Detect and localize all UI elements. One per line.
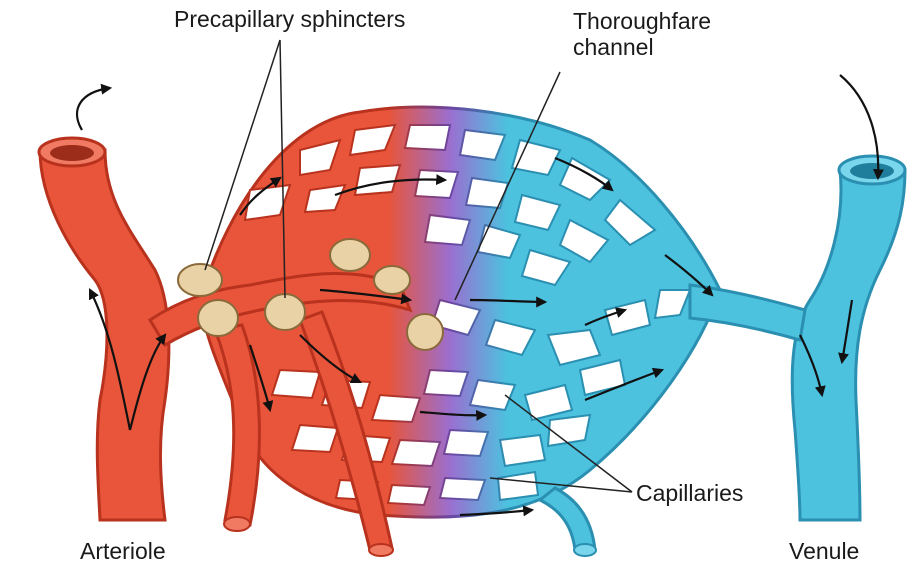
capillaries-label: Capillaries [636,480,743,506]
sphincter [330,239,370,271]
sphincter [407,314,443,350]
sphincter [374,266,410,294]
arteriole-vessel [39,138,169,520]
sphincter [198,300,238,336]
sphincter [178,264,222,296]
venule-label: Venule [789,538,859,564]
precapillary-sphincters-label: Precapillary sphincters [174,6,405,32]
sphincter [265,294,305,330]
arteriole-label: Arteriole [80,538,166,564]
thoroughfare-channel-label: Thoroughfare channel [573,8,753,61]
